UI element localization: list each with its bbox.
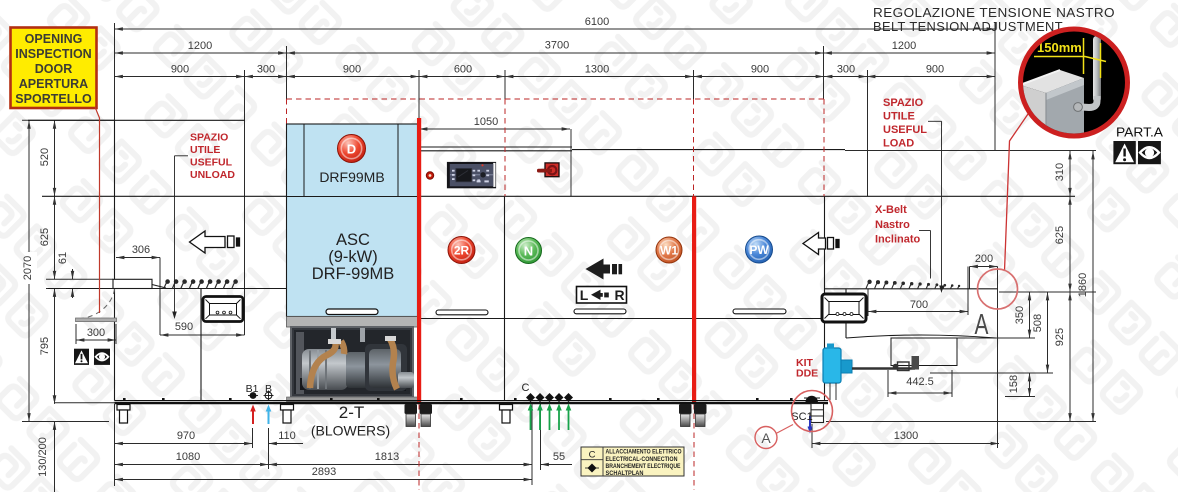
svg-text:SCHALTPLAN: SCHALTPLAN [606,470,644,477]
svg-text:700: 700 [910,299,928,311]
svg-text:(BLOWERS): (BLOWERS) [311,423,390,439]
svg-text:A: A [761,430,771,446]
svg-text:3700: 3700 [545,40,569,52]
svg-text:L: L [580,287,589,303]
svg-text:900: 900 [171,64,189,76]
svg-text:925: 925 [1054,328,1066,346]
svg-text:A: A [975,309,989,341]
svg-text:1813: 1813 [375,451,399,463]
svg-text:55: 55 [553,451,565,463]
svg-text:Nastro: Nastro [875,219,910,231]
svg-text:ELECTRICAL-CONNECTION: ELECTRICAL-CONNECTION [606,456,678,463]
svg-text:300: 300 [837,64,855,76]
svg-text:INSPECTION: INSPECTION [15,47,91,61]
svg-text:795: 795 [39,337,51,355]
svg-text:1860: 1860 [1077,273,1089,297]
svg-text:N: N [524,244,533,259]
svg-text:SPAZIO: SPAZIO [883,97,924,109]
svg-text:DDE: DDE [796,368,818,380]
svg-text:2070: 2070 [22,256,34,280]
svg-text:600: 600 [454,64,472,76]
svg-text:1200: 1200 [892,40,916,52]
svg-text:2R: 2R [454,244,470,258]
svg-text:X-Belt: X-Belt [875,204,907,216]
svg-text:KIT: KIT [796,357,814,369]
svg-text:2893: 2893 [312,466,336,478]
svg-text:310: 310 [1054,163,1066,181]
svg-text:1300: 1300 [585,64,609,76]
svg-text:BELT TENSION ADJUSTMENT: BELT TENSION ADJUSTMENT [873,19,1063,34]
svg-text:1050: 1050 [474,116,498,128]
svg-text:130/200: 130/200 [37,437,49,477]
svg-text:1300: 1300 [894,430,918,442]
svg-text:LOAD: LOAD [883,138,914,150]
svg-text:150mm: 150mm [1037,40,1082,55]
svg-text:300: 300 [257,64,275,76]
svg-text:PART.A: PART.A [1116,125,1163,140]
svg-text:D: D [347,142,356,157]
svg-text:APERTURA: APERTURA [19,77,88,91]
svg-text:1200: 1200 [188,40,212,52]
svg-text:Inclinato: Inclinato [875,234,921,246]
svg-text:1080: 1080 [176,451,200,463]
svg-text:BRANCHEMENT ELECTRIQUE: BRANCHEMENT ELECTRIQUE [606,463,681,470]
svg-text:UTILE: UTILE [190,144,220,156]
svg-text:B1: B1 [246,383,259,395]
svg-text:C: C [589,450,596,461]
svg-text:625: 625 [39,228,51,246]
svg-text:900: 900 [343,64,361,76]
svg-text:DRF99MB: DRF99MB [319,169,384,185]
svg-text:625: 625 [1054,226,1066,244]
svg-text:C: C [522,382,530,394]
svg-text:110: 110 [278,430,296,442]
svg-text:USEFUL: USEFUL [190,157,233,169]
svg-text:900: 900 [926,64,944,76]
svg-text:(9-kW): (9-kW) [328,248,377,266]
svg-text:USEFUL: USEFUL [883,124,927,136]
svg-text:61: 61 [57,252,69,264]
svg-text:UTILE: UTILE [883,111,915,123]
svg-text:ASC: ASC [336,231,370,249]
svg-text:UNLOAD: UNLOAD [190,169,235,181]
svg-text:OPENING: OPENING [25,32,83,46]
svg-text:SPAZIO: SPAZIO [190,132,228,144]
svg-text:300: 300 [87,327,105,339]
svg-text:590: 590 [175,321,193,333]
svg-text:970: 970 [177,430,195,442]
svg-text:R: R [614,287,624,303]
svg-text:SPORTELLO: SPORTELLO [15,92,92,106]
svg-text:W1: W1 [660,244,678,258]
svg-text:DOOR: DOOR [35,62,73,76]
svg-text:PW: PW [749,243,769,257]
svg-text:520: 520 [39,148,51,166]
svg-text:442.5: 442.5 [906,376,934,388]
svg-text:508: 508 [1032,314,1044,332]
svg-text:306: 306 [132,244,150,256]
svg-text:200: 200 [975,253,993,265]
svg-text:B: B [265,383,272,395]
svg-text:REGOLAZIONE TENSIONE NASTRO: REGOLAZIONE TENSIONE NASTRO [873,5,1115,20]
svg-text:DRF-99MB: DRF-99MB [312,265,395,283]
svg-text:ALLACCIAMENTO ELETTRICO: ALLACCIAMENTO ELETTRICO [606,449,682,456]
svg-text:900: 900 [751,64,769,76]
svg-text:350: 350 [1014,306,1026,324]
svg-text:2-T: 2-T [339,403,365,422]
svg-text:6100: 6100 [585,16,609,28]
svg-text:158: 158 [1008,375,1020,393]
svg-text:SC1: SC1 [791,411,812,423]
